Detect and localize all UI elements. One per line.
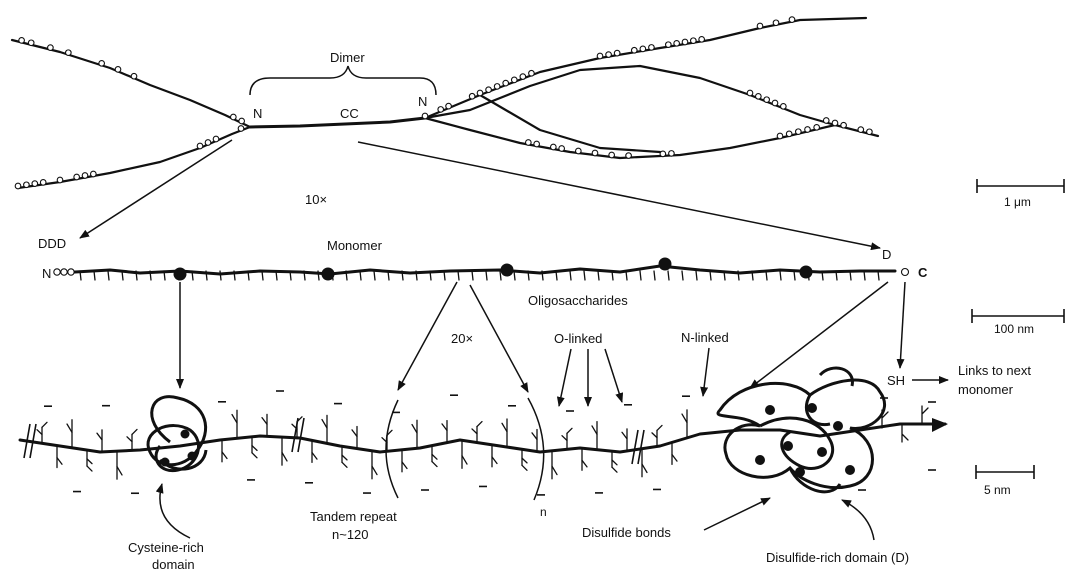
- oligosaccharide-beads: [15, 17, 872, 189]
- scale-bar-top-label: 1 μm: [1004, 195, 1031, 209]
- repeat-factor-label: 20×: [451, 331, 473, 346]
- o-linked-arrow-1: [559, 349, 571, 406]
- n-linked-label: N-linked: [681, 330, 729, 345]
- monomer-d-end: D: [882, 247, 891, 262]
- tandem-zoom-arrow-left: [398, 282, 457, 390]
- next-monomer-label: monomer: [958, 382, 1014, 397]
- disulfide-bonds-arrow: [704, 498, 770, 530]
- polymer-strands: [12, 18, 878, 188]
- n-terminus-right: N: [418, 94, 427, 109]
- scale-bar-top: 1 μm: [977, 179, 1064, 209]
- disulfide-bonds-label: Disulfide bonds: [582, 525, 671, 540]
- oligosaccharides-label: Oligosaccharides: [528, 293, 628, 308]
- cysteine-rich-label: Cysteine-rich: [128, 540, 204, 555]
- links-to-next-label: Links to next: [958, 363, 1031, 378]
- tandem-zoom-arrow-right: [470, 285, 528, 392]
- monomer-label: Monomer: [327, 238, 383, 253]
- scale-bar-middle-label: 100 nm: [994, 322, 1034, 336]
- monomer-n-end: N: [42, 266, 51, 281]
- disulfide-rich-domain-label: Disulfide-rich domain (D): [766, 550, 909, 565]
- cysteine-rich-domain-label: domain: [152, 557, 195, 572]
- ddd-label: DDD: [38, 236, 66, 251]
- zoom-arrow-left: [80, 140, 232, 238]
- n-linked-arrow: [703, 348, 709, 396]
- tandem-repeat-label: Tandem repeat: [310, 509, 397, 524]
- dimer-label: Dimer: [330, 50, 365, 65]
- magnification-10x: 10×: [305, 192, 327, 207]
- dimer-brace: [250, 66, 436, 95]
- scale-bar-bottom: 5 nm: [976, 465, 1034, 497]
- backbone-end-arrowhead: [932, 418, 948, 432]
- tandem-repeat-bracket-right: [528, 398, 544, 500]
- cysteine-rich-knot: [148, 397, 206, 471]
- o-linked-arrow-3: [605, 349, 622, 402]
- scale-bar-bottom-label: 5 nm: [984, 483, 1011, 497]
- cc-label: CC: [340, 106, 359, 121]
- sh-zoom-arrow: [900, 282, 905, 368]
- sh-label: SH: [887, 373, 905, 388]
- d-domain-zoom-arrow: [750, 282, 888, 388]
- cysteine-rich-arrow: [160, 484, 190, 538]
- o-linked-label: O-linked: [554, 331, 602, 346]
- tandem-repeat-count-label: n~120: [332, 527, 369, 542]
- monomer-c-end: C: [918, 265, 928, 280]
- n-terminus-left: N: [253, 106, 262, 121]
- disulfide-rich-domain-arrow: [842, 500, 874, 540]
- repeat-count-n: n: [540, 505, 547, 519]
- scale-bar-middle: 100 nm: [972, 309, 1064, 336]
